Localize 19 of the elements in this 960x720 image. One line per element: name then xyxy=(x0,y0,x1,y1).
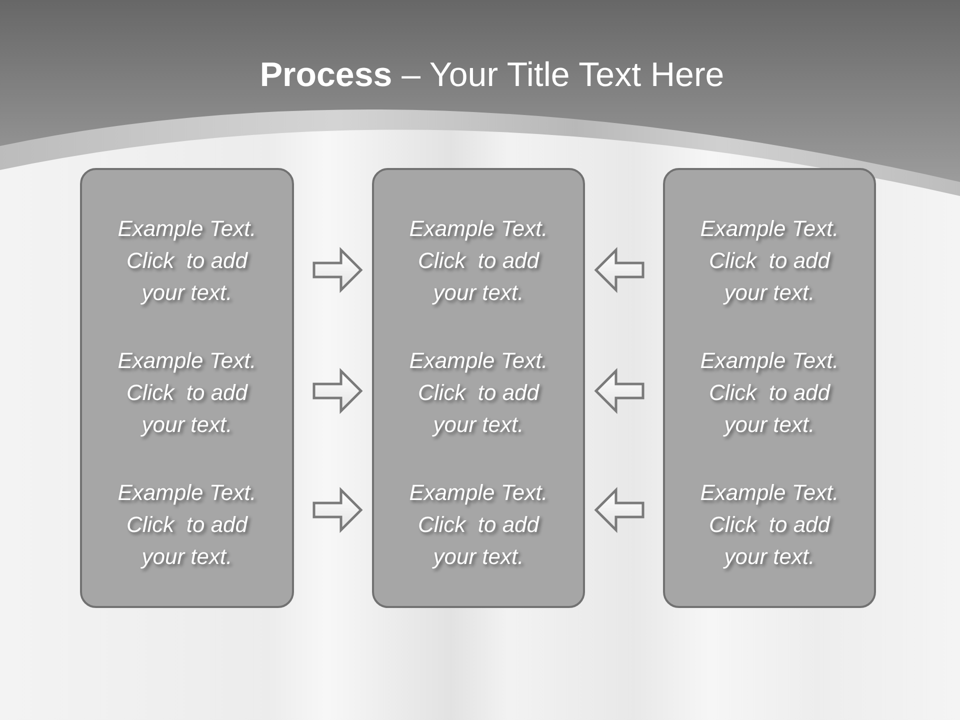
arrow xyxy=(312,246,363,294)
box-text: Example Text. Click to add your text. xyxy=(408,479,549,571)
process-box xyxy=(372,168,585,608)
process-box xyxy=(663,168,876,608)
box-text: Example Text. Click to add your text. xyxy=(699,215,840,307)
title: Process – Your Title Text Here xyxy=(260,55,724,96)
arrow xyxy=(312,486,363,534)
box-text: Example Text. Click to add your text. xyxy=(408,215,549,307)
box-text: Example Text. Click to add your text. xyxy=(699,479,840,571)
box-text: Example Text. Click to add your text. xyxy=(116,479,258,571)
box-text: Example Text. Click to add your text. xyxy=(116,347,258,439)
arrow xyxy=(594,486,644,534)
box-text: Example Text. Click to add your text. xyxy=(408,347,549,439)
box-text: Example Text. Click to add your text. xyxy=(116,215,258,307)
process-box xyxy=(80,168,294,608)
arrow xyxy=(594,246,644,294)
arrow xyxy=(594,368,644,414)
arrow xyxy=(312,368,363,414)
box-text: Example Text. Click to add your text. xyxy=(699,347,840,439)
